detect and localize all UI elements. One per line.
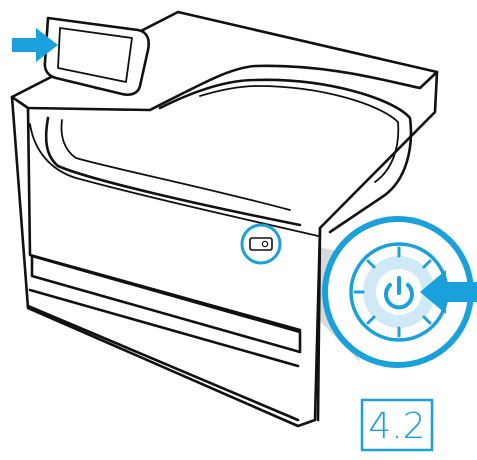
side-edge	[316, 226, 322, 422]
printer-illustration	[10, 10, 439, 428]
arrow-right-icon	[12, 28, 58, 62]
output-bin	[44, 116, 302, 227]
output-bin-wall	[158, 78, 413, 234]
power-icon	[384, 276, 414, 310]
light-rays	[353, 246, 432, 338]
printer-top-cover	[10, 64, 439, 112]
step-number: 4.2	[368, 406, 425, 447]
step-number-box: 4.2	[360, 398, 434, 452]
output-bin-wall-inner	[199, 85, 400, 183]
control-panel	[43, 16, 150, 97]
control-panel-screen	[57, 27, 133, 83]
power-button-magnifier	[322, 216, 477, 368]
paper-tray-lower	[28, 288, 300, 368]
front-panel-edge	[26, 106, 302, 332]
output-bin-inner	[60, 119, 291, 211]
power-button-dot	[261, 240, 269, 248]
press-arrow-icon	[420, 270, 477, 314]
power-button-on-printer	[240, 223, 282, 265]
power-button-icon	[249, 237, 273, 251]
printer-base	[26, 304, 300, 422]
paper-tray	[30, 254, 302, 354]
power-button-highlight	[240, 223, 282, 265]
step-number-frame	[360, 398, 434, 452]
front-top-edge	[29, 123, 319, 237]
